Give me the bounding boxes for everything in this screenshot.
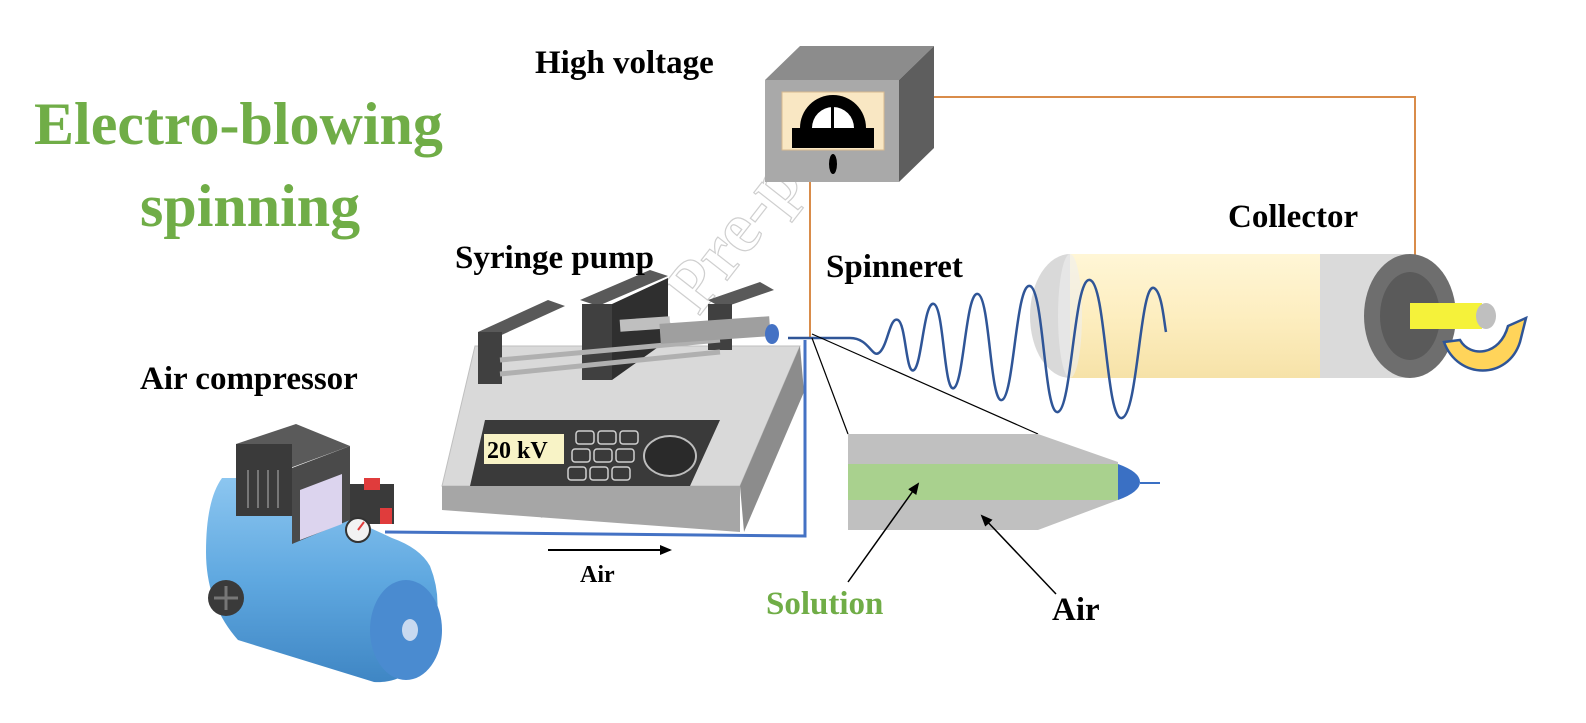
fiber-jet	[788, 278, 1168, 420]
hv-to-collector-wire	[932, 96, 1416, 312]
solution-label: Solution	[766, 586, 883, 622]
nozzle-cross-section	[848, 434, 1160, 530]
high-voltage-label: High voltage	[535, 45, 714, 81]
spinneret-label: Spinneret	[826, 249, 963, 285]
syringe-pump-label: Syringe pump	[455, 240, 654, 276]
air-flow-label: Air	[580, 562, 615, 588]
air-sheath-label: Air	[1052, 592, 1100, 628]
zoom-line-bottom	[811, 337, 849, 435]
collector-drum	[1030, 254, 1528, 378]
title-line-2: spinning	[140, 173, 360, 239]
title-line-1: Electro-blowing	[34, 91, 443, 157]
air-sheath-pointer	[980, 514, 1057, 595]
air-compressor-label: Air compressor	[140, 361, 358, 397]
air-compressor	[206, 424, 442, 683]
pump-display-text: 20 kV	[487, 438, 548, 464]
zoom-line-top	[811, 333, 1039, 435]
high-voltage-source	[765, 46, 934, 182]
collector-label: Collector	[1228, 199, 1358, 235]
syringe-pump	[441, 270, 804, 532]
solution-pointer	[847, 482, 920, 583]
air-tube	[384, 340, 807, 538]
